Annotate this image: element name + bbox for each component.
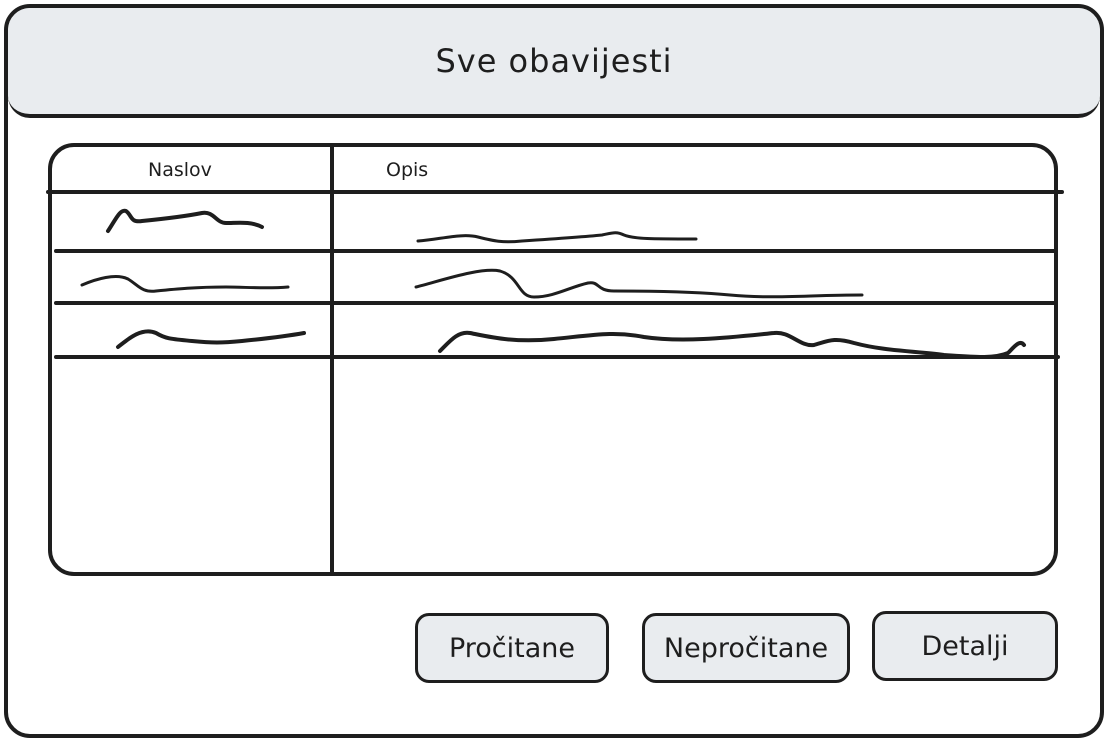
column-header-opis: Opis: [386, 159, 429, 181]
placeholder-scribble: [80, 275, 290, 293]
placeholder-scribble: [438, 330, 1026, 359]
table-row-2-naslov[interactable]: [76, 263, 306, 303]
table-row-1-naslov[interactable]: [102, 201, 272, 241]
table-row-3-opis[interactable]: [434, 317, 1034, 363]
table-row-3-naslov[interactable]: [112, 319, 312, 353]
header-separator: [46, 190, 1064, 194]
title-bar: Sve obavijesti: [8, 8, 1100, 118]
placeholder-scribble: [106, 208, 264, 233]
placeholder-scribble: [116, 329, 306, 349]
unread-filter-button[interactable]: Nepročitane: [642, 613, 850, 683]
notifications-table: Naslov Opis: [46, 143, 1064, 576]
read-filter-button[interactable]: Pročitane: [415, 613, 609, 683]
row-separator: [54, 249, 1056, 253]
table-row-2-opis[interactable]: [410, 261, 870, 305]
column-divider: [330, 147, 334, 572]
row-separator: [54, 355, 1060, 359]
placeholder-scribble: [416, 231, 698, 244]
details-button[interactable]: Detalji: [872, 611, 1058, 681]
row-separator: [54, 301, 1056, 305]
column-header-naslov: Naslov: [148, 159, 212, 181]
placeholder-scribble: [414, 268, 864, 299]
table-row-1-opis[interactable]: [412, 221, 702, 251]
window-title: Sve obavijesti: [435, 42, 673, 80]
